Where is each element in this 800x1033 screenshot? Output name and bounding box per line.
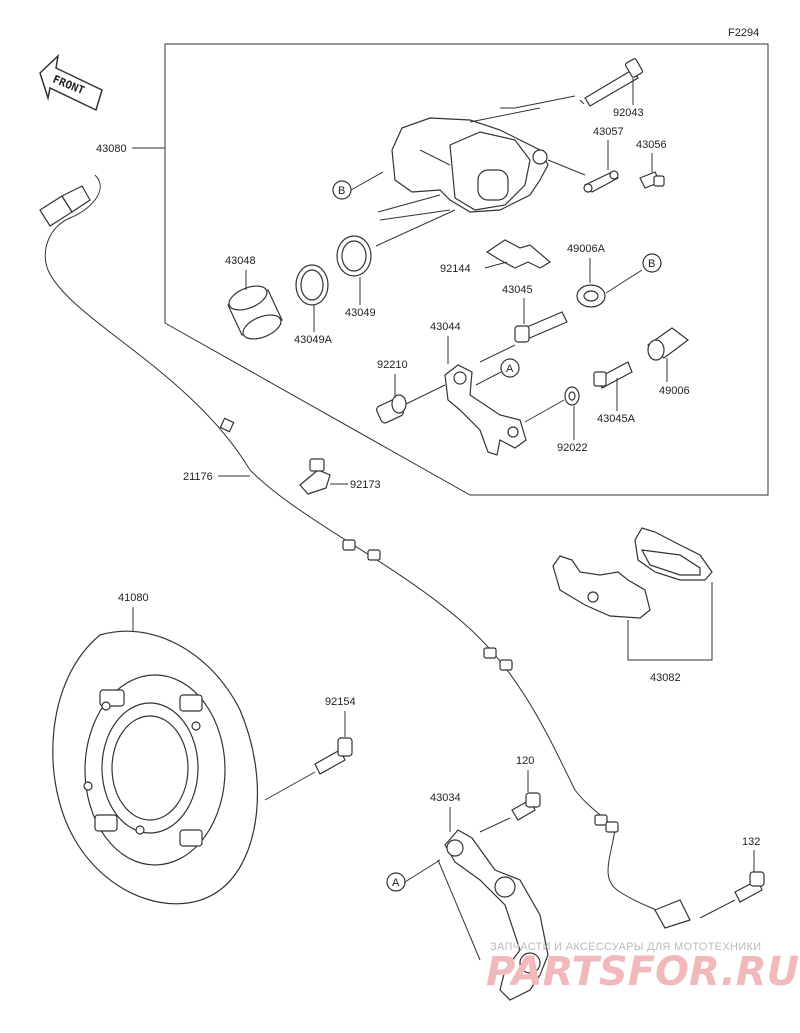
- figure-code: F2294: [728, 27, 759, 39]
- part-43045: [514, 311, 568, 343]
- part-43049: [336, 235, 372, 277]
- part-43048: [227, 285, 283, 340]
- label-92144: 92144: [440, 263, 471, 275]
- callout-a2: A: [392, 877, 400, 889]
- label-132: 132: [742, 836, 760, 848]
- part-43082: [552, 527, 713, 619]
- part-49006A: [576, 284, 606, 308]
- part-92173: [299, 458, 331, 495]
- label-43048: 43048: [225, 255, 256, 267]
- callout-a-circle: [500, 358, 520, 378]
- part-43034: [444, 829, 549, 1001]
- label-120: 120: [516, 755, 534, 767]
- part-92022: [564, 386, 580, 406]
- label-92210: 92210: [377, 359, 408, 371]
- label-43045A: 43045A: [597, 413, 636, 425]
- callout-a: A: [506, 363, 514, 375]
- callout-b2-circle: [642, 253, 662, 273]
- part-43045A: [593, 361, 633, 389]
- label-43044: 43044: [430, 321, 461, 333]
- part-43056: [639, 171, 665, 189]
- part-132: [734, 871, 765, 903]
- label-49006: 49006: [659, 385, 690, 397]
- brake-caliper: [391, 117, 549, 213]
- label-43034: 43034: [430, 792, 461, 804]
- label-43049A: 43049A: [294, 334, 333, 346]
- label-43045: 43045: [502, 284, 533, 296]
- label-92154: 92154: [325, 696, 356, 708]
- part-92043: [579, 58, 644, 107]
- label-92173: 92173: [350, 479, 381, 491]
- watermark-tagline: ЗАПЧАСТИ И АКСЕССУАРЫ ДЛЯ МОТОТЕХНИКИ: [490, 941, 761, 953]
- part-43057: [583, 170, 619, 193]
- part-92154: [314, 737, 353, 775]
- label-49006A: 49006A: [567, 243, 606, 255]
- watermark-logo: PARTSFOR.RU: [486, 949, 799, 995]
- label-43082: 43082: [650, 672, 681, 684]
- part-43044: [444, 364, 527, 456]
- label-41080: 41080: [118, 592, 149, 604]
- front-arrow-icon: FRONT: [39, 53, 103, 112]
- part-92144: [485, 239, 552, 269]
- part-43049A: [295, 264, 329, 306]
- abs-sensor-cable: [39, 174, 691, 929]
- callout-b2: B: [648, 258, 655, 270]
- label-92022: 92022: [557, 442, 588, 454]
- part-120: [511, 792, 541, 821]
- label-43049: 43049: [345, 307, 376, 319]
- part-41080: [52, 630, 259, 905]
- part-92210: [376, 394, 407, 424]
- callout-b: B: [338, 185, 345, 197]
- label-92043: 92043: [613, 107, 644, 119]
- label-43080: 43080: [96, 143, 127, 155]
- label-43056: 43056: [636, 139, 667, 151]
- label-21176: 21176: [183, 471, 213, 483]
- caliper-assembly-frame: [132, 43, 769, 496]
- label-43057: 43057: [593, 126, 624, 138]
- part-49006: [647, 327, 689, 361]
